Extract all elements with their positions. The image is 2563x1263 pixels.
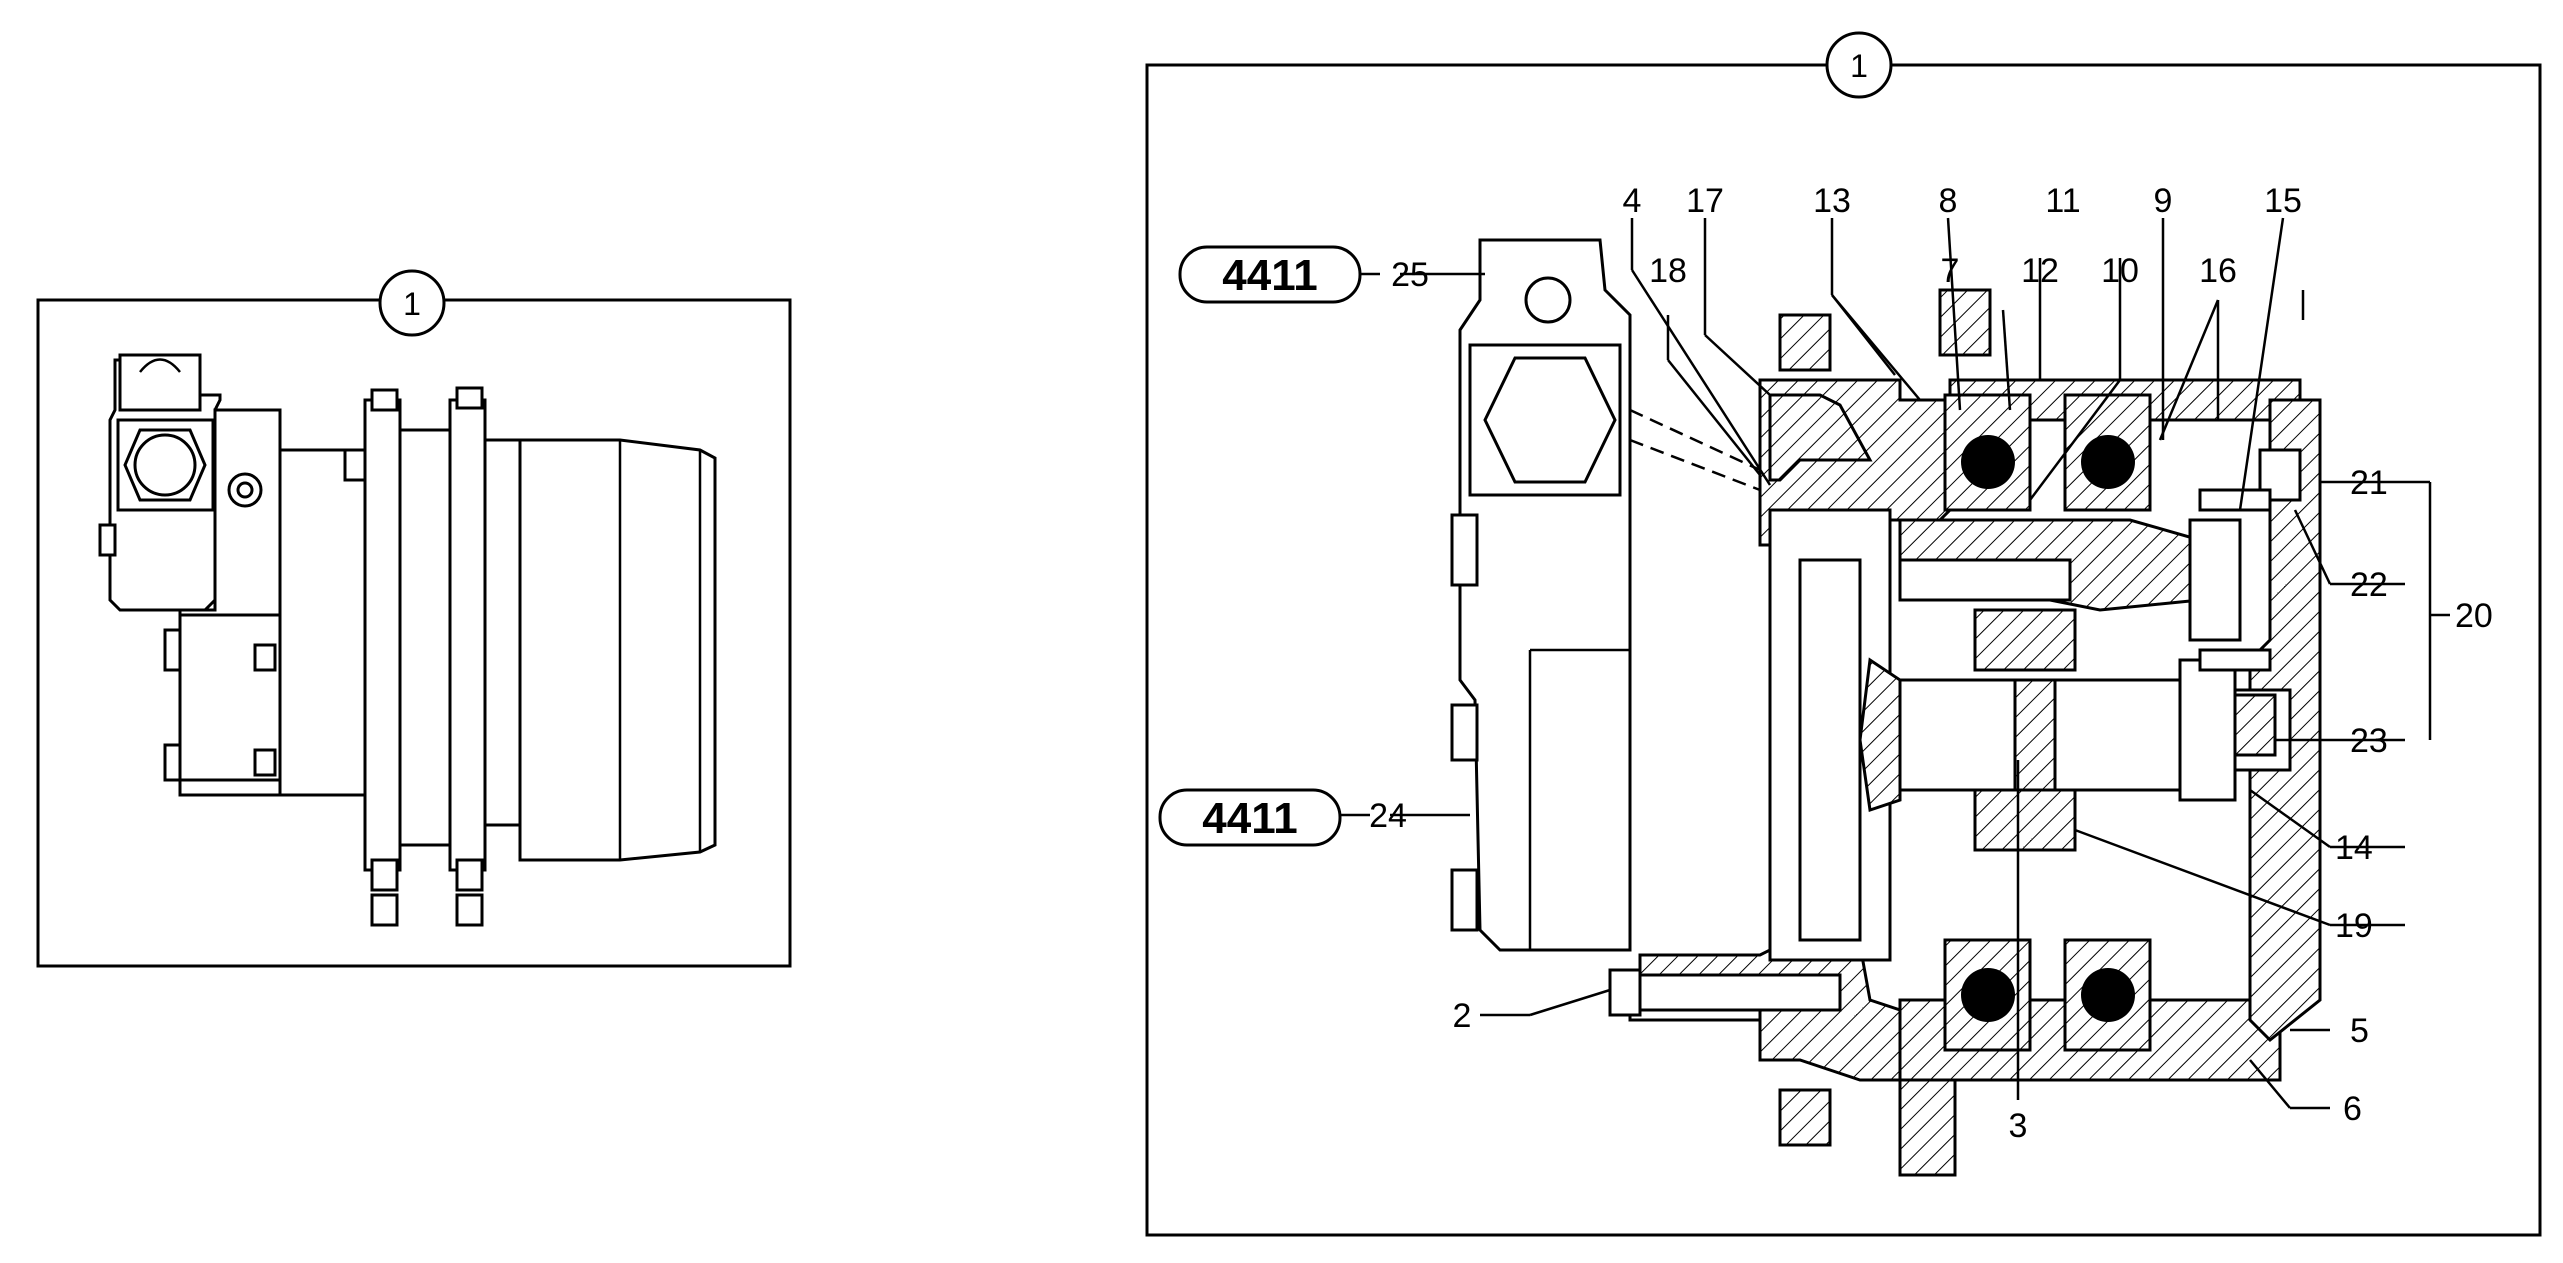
- label-12: 12: [2021, 252, 2059, 290]
- motor-section-drawing: [1450, 238, 2322, 1177]
- label-15: 15: [2264, 182, 2302, 220]
- right-view: 1 4411 4411: [1145, 31, 2542, 1237]
- label-19: 19: [2335, 907, 2373, 945]
- label-23: 23: [2350, 722, 2388, 760]
- label-8: 8: [1939, 182, 1958, 220]
- right-view-callout-circle: [1825, 31, 1893, 99]
- left-view-callout-number: 1: [403, 286, 421, 322]
- label-18: 18: [1649, 252, 1687, 290]
- left-view-callout-circle: [378, 269, 446, 337]
- motor-exterior-drawing: [98, 353, 717, 927]
- label-24: 24: [1369, 797, 1407, 835]
- label-2: 2: [1453, 997, 1472, 1035]
- reference-box-top: 4411: [1178, 245, 1380, 304]
- label-9: 9: [2154, 182, 2173, 220]
- label-22: 22: [2350, 566, 2388, 604]
- svg-text:4411: 4411: [1202, 794, 1297, 843]
- label-20: 20: [2455, 597, 2493, 635]
- label-13: 13: [1813, 182, 1851, 220]
- part-labels: 25 24 4 17 13 8 11 9 15 18 7 12 10 16 21…: [1369, 182, 2493, 1145]
- left-view: 1: [36, 269, 792, 968]
- leader-lines: [1390, 217, 2450, 1110]
- label-5: 5: [2350, 1012, 2369, 1050]
- label-21: 21: [2350, 464, 2388, 502]
- label-4: 4: [1623, 182, 1642, 220]
- svg-text:4411: 4411: [1222, 251, 1317, 300]
- label-11: 11: [2045, 182, 2080, 220]
- right-view-callout-number: 1: [1850, 48, 1868, 84]
- label-6: 6: [2343, 1090, 2362, 1128]
- label-16: 16: [2199, 252, 2237, 290]
- label-7: 7: [1941, 252, 1960, 290]
- label-25: 25: [1391, 256, 1429, 294]
- label-14: 14: [2335, 829, 2373, 867]
- label-10: 10: [2101, 252, 2139, 290]
- label-17: 17: [1686, 182, 1724, 220]
- reference-box-bottom: 4411: [1158, 788, 1370, 847]
- label-3: 3: [2009, 1107, 2028, 1145]
